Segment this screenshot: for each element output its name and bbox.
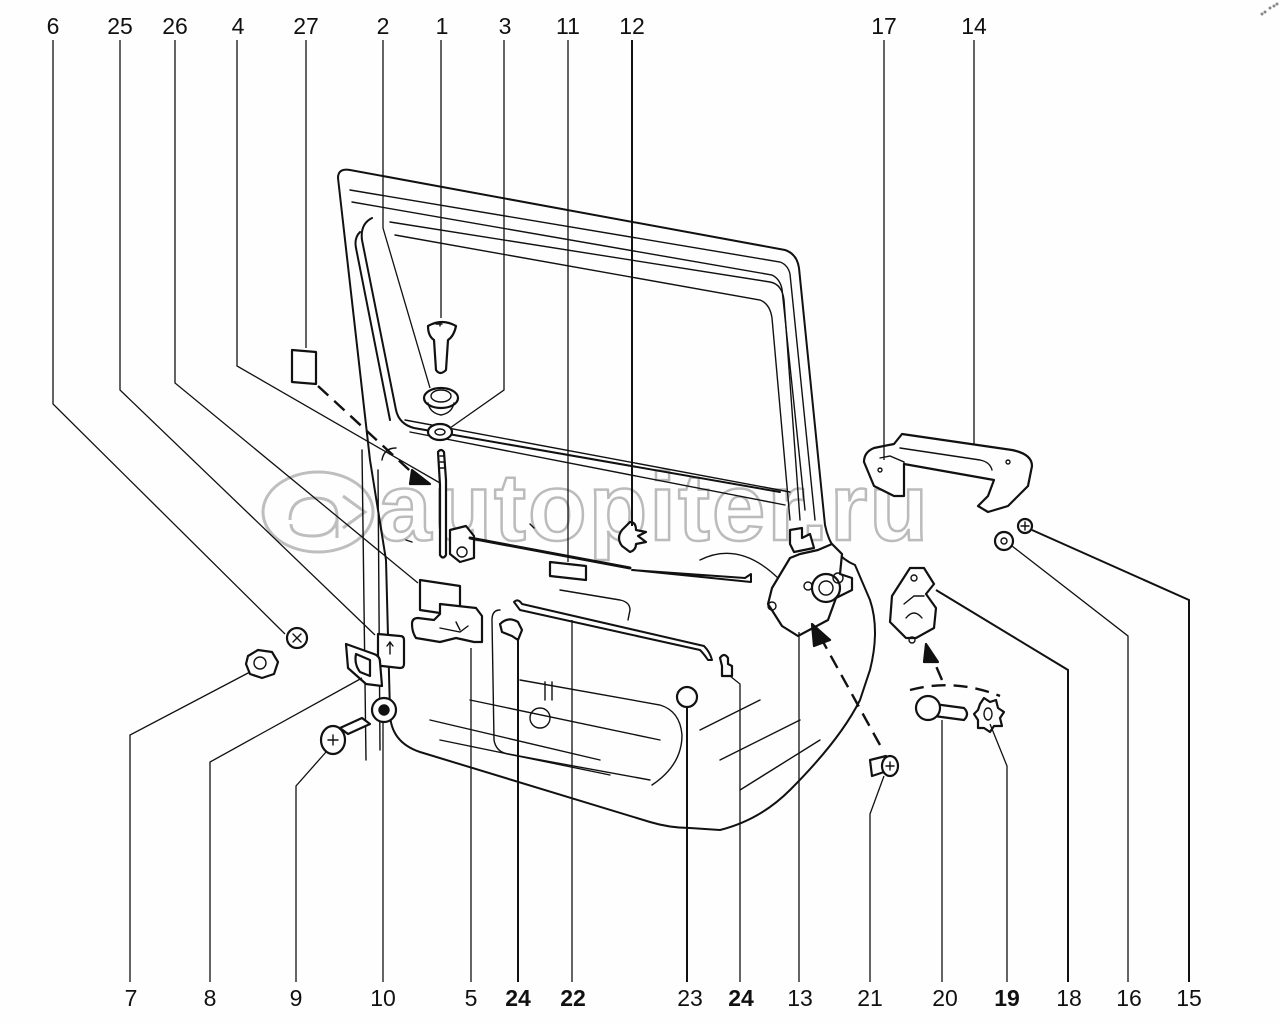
callout-26: 26 bbox=[162, 13, 188, 39]
part-10-washer bbox=[370, 696, 398, 724]
leader-25 bbox=[119, 40, 376, 636]
callout-1: 1 bbox=[436, 13, 449, 39]
leader-8 bbox=[209, 677, 363, 982]
leader-4 bbox=[236, 40, 441, 484]
callout-24-right: 24 bbox=[728, 985, 754, 1011]
part-2-bushing bbox=[422, 386, 460, 416]
autopiter-logo-icon bbox=[261, 470, 375, 554]
part-16-nut bbox=[993, 530, 1015, 552]
part-21-screw bbox=[868, 754, 900, 778]
part-26-inner-handle bbox=[410, 578, 484, 644]
callout-14: 14 bbox=[961, 13, 987, 39]
part-1-lock-button bbox=[426, 320, 458, 375]
part-7-nut bbox=[244, 648, 280, 680]
part-23-plug bbox=[675, 685, 699, 709]
callout-6: 6 bbox=[47, 13, 60, 39]
assembly-arrows bbox=[810, 622, 1001, 746]
part-19-lockwasher bbox=[972, 696, 1006, 734]
leader-3 bbox=[449, 40, 505, 429]
leader-6 bbox=[52, 40, 286, 635]
door-panel bbox=[336, 168, 876, 832]
callout-2: 2 bbox=[377, 13, 390, 39]
part-9-screw bbox=[319, 716, 372, 756]
callout-7: 7 bbox=[125, 985, 138, 1011]
part-11-pad bbox=[548, 560, 588, 582]
leader-16 bbox=[1011, 545, 1129, 982]
callout-5: 5 bbox=[465, 985, 478, 1011]
callout-20: 20 bbox=[932, 985, 958, 1011]
part-3-washer bbox=[426, 422, 454, 442]
part-14-outer-handle bbox=[862, 432, 1034, 514]
part-6-washer bbox=[285, 626, 309, 650]
leader-9 bbox=[295, 751, 327, 982]
callout-16: 16 bbox=[1116, 985, 1142, 1011]
callout-19: 19 bbox=[994, 985, 1020, 1011]
part-24-clip-left bbox=[498, 618, 524, 642]
callout-3: 3 bbox=[499, 13, 512, 39]
callout-13: 13 bbox=[787, 985, 813, 1011]
part-4-rod bbox=[436, 448, 448, 559]
leader-19 bbox=[989, 723, 1008, 982]
callout-17: 17 bbox=[871, 13, 897, 39]
leader-26 bbox=[174, 40, 419, 584]
part-12-clip bbox=[617, 520, 648, 554]
leader-lines bbox=[52, 40, 1190, 982]
part-8-trim bbox=[344, 642, 384, 688]
leader-7 bbox=[129, 671, 251, 982]
callouts-bottom: 7 8 9 10 5 24 22 23 24 13 21 20 19 18 16… bbox=[125, 985, 1202, 1011]
callout-9: 9 bbox=[290, 985, 303, 1011]
leader-18 bbox=[935, 589, 1069, 982]
part-18-striker bbox=[888, 566, 938, 644]
callout-11: 11 bbox=[556, 13, 580, 39]
callout-25: 25 bbox=[107, 13, 133, 39]
callouts-top: 6 25 26 4 27 2 1 3 11 12 17 14 bbox=[47, 13, 987, 39]
callout-27: 27 bbox=[293, 13, 319, 39]
callout-24-left: 24 bbox=[505, 985, 531, 1011]
callout-12: 12 bbox=[619, 13, 645, 39]
callout-10: 10 bbox=[370, 985, 396, 1011]
part-22-rod bbox=[513, 599, 713, 661]
dotted-scribble-icon bbox=[1260, 2, 1279, 16]
callout-15: 15 bbox=[1176, 985, 1202, 1011]
part-24-clip-right bbox=[718, 653, 734, 678]
part-13-lock-body bbox=[766, 526, 854, 638]
leader-15 bbox=[1031, 529, 1190, 982]
leader-2 bbox=[382, 40, 431, 389]
part-25-pad bbox=[376, 632, 406, 670]
callout-23: 23 bbox=[677, 985, 703, 1011]
callout-21: 21 bbox=[857, 985, 883, 1011]
part-15-washer bbox=[1016, 517, 1034, 535]
callout-8: 8 bbox=[204, 985, 217, 1011]
leader-24b bbox=[729, 675, 741, 982]
part-27-pad bbox=[290, 348, 432, 486]
callout-22: 22 bbox=[560, 985, 586, 1011]
callout-4: 4 bbox=[232, 13, 245, 39]
part-20-bolt bbox=[914, 694, 969, 722]
callout-18: 18 bbox=[1056, 985, 1082, 1011]
part-lever-bracket bbox=[448, 524, 752, 583]
leader-21 bbox=[869, 775, 885, 982]
